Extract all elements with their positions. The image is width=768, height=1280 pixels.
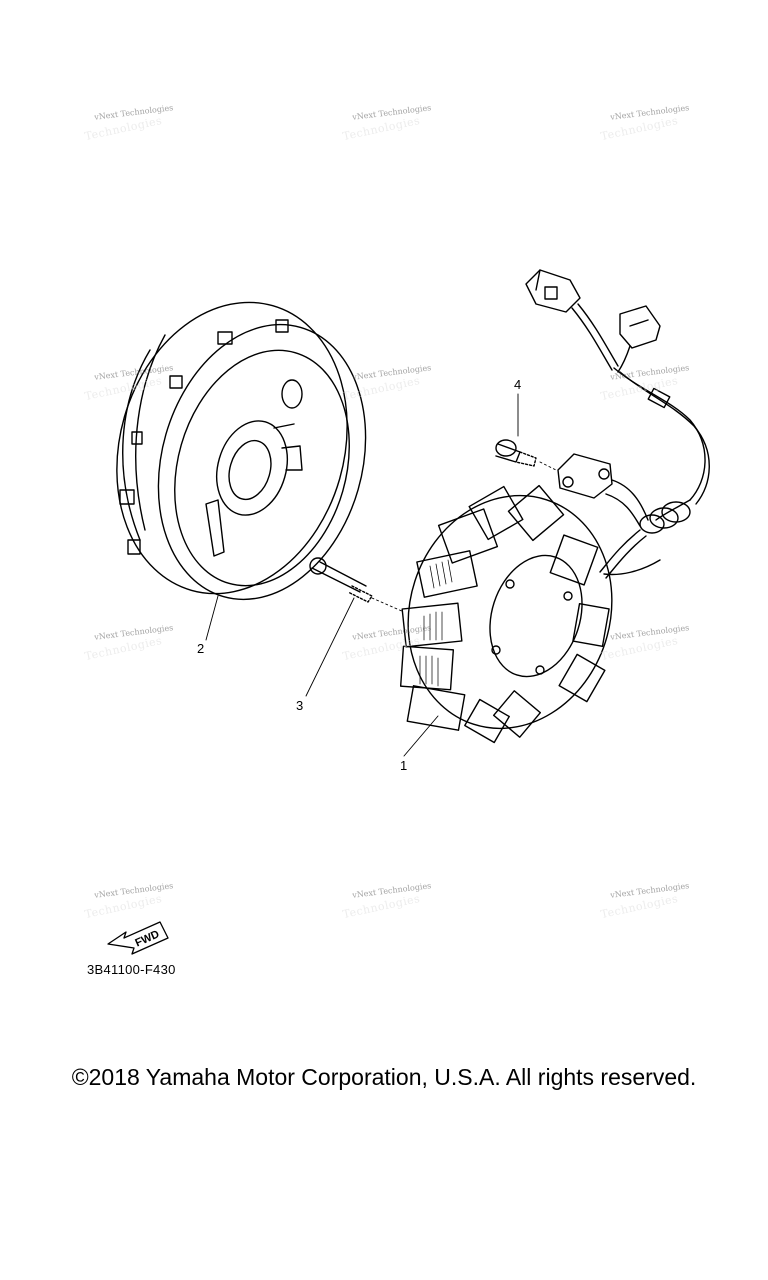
part-number: 3B41100-F430 (87, 962, 176, 977)
callout-3: 3 (296, 698, 304, 713)
callout-4: 4 (514, 377, 522, 392)
screw-part-4 (495, 439, 537, 467)
stator (399, 484, 613, 744)
copyright-text: ©2018 Yamaha Motor Corporation, U.S.A. A… (71, 1064, 697, 1090)
rotor-flywheel (116, 301, 367, 601)
callout-2: 2 (197, 641, 205, 656)
wiring-harness (525, 269, 710, 579)
bolt-part-3 (309, 557, 373, 603)
callout-1: 1 (400, 758, 408, 773)
fwd-arrow-icon: FWD (107, 921, 169, 955)
